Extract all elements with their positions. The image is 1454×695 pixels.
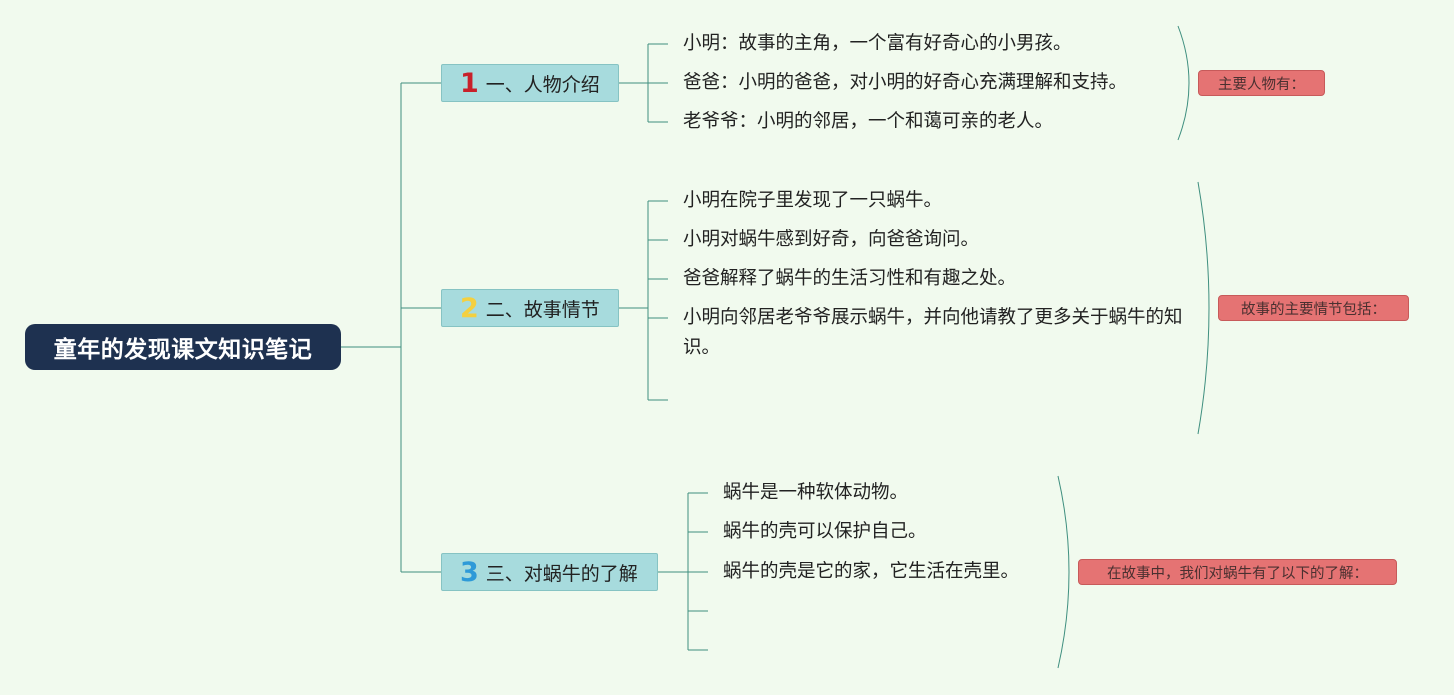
root-title[interactable]: 童年的发现课文知识笔记 [25,324,341,370]
branch-label: 三、对蜗牛的了解 [485,562,638,585]
leaf-item[interactable]: 小明对蜗牛感到好奇，向爸爸询问。 [683,229,980,250]
leaf-item[interactable]: 小明向邻居老爷爷展示蜗牛，并向他请教了更多关于蜗牛的知识。 [683,307,1183,358]
branch-label: 二、故事情节 [485,298,600,321]
branch-plot[interactable]: 2 二、故事情节 [441,289,619,327]
leaf-item[interactable]: 老爷爷：小明的邻居，一个和蔼可亲的老人。 [683,111,1054,132]
leaf-item[interactable]: 小明：故事的主角，一个富有好奇心的小男孩。 [683,33,1072,54]
summary-label[interactable]: 故事的主要情节包括： [1218,295,1409,321]
branch-number-1: 1 [460,67,479,99]
leaf-item[interactable]: 小明在院子里发现了一只蜗牛。 [683,190,943,211]
branch-number-2: 2 [460,292,479,324]
leaf-item[interactable]: 蜗牛的壳可以保护自己。 [723,521,927,542]
branch-number-3: 3 [460,556,479,588]
branch-characters[interactable]: 1 一、人物介绍 [441,64,619,102]
leaf-item[interactable]: 蜗牛的壳是它的家，它生活在壳里。 [723,561,1020,582]
summary-brace-3 [1057,475,1070,669]
branch-snail-knowledge[interactable]: 3 三、对蜗牛的了解 [441,553,658,591]
leaf-item[interactable]: 蜗牛是一种软体动物。 [723,482,909,503]
summary-label[interactable]: 主要人物有： [1198,70,1325,96]
summary-brace-2 [1197,181,1210,435]
summary-brace-1 [1177,25,1190,141]
leaf-item[interactable]: 爸爸：小明的爸爸，对小明的好奇心充满理解和支持。 [683,72,1128,93]
branch-label: 一、人物介绍 [485,73,600,96]
leaf-item[interactable]: 爸爸解释了蜗牛的生活习性和有趣之处。 [683,268,1017,289]
summary-label[interactable]: 在故事中，我们对蜗牛有了以下的了解： [1078,559,1397,585]
